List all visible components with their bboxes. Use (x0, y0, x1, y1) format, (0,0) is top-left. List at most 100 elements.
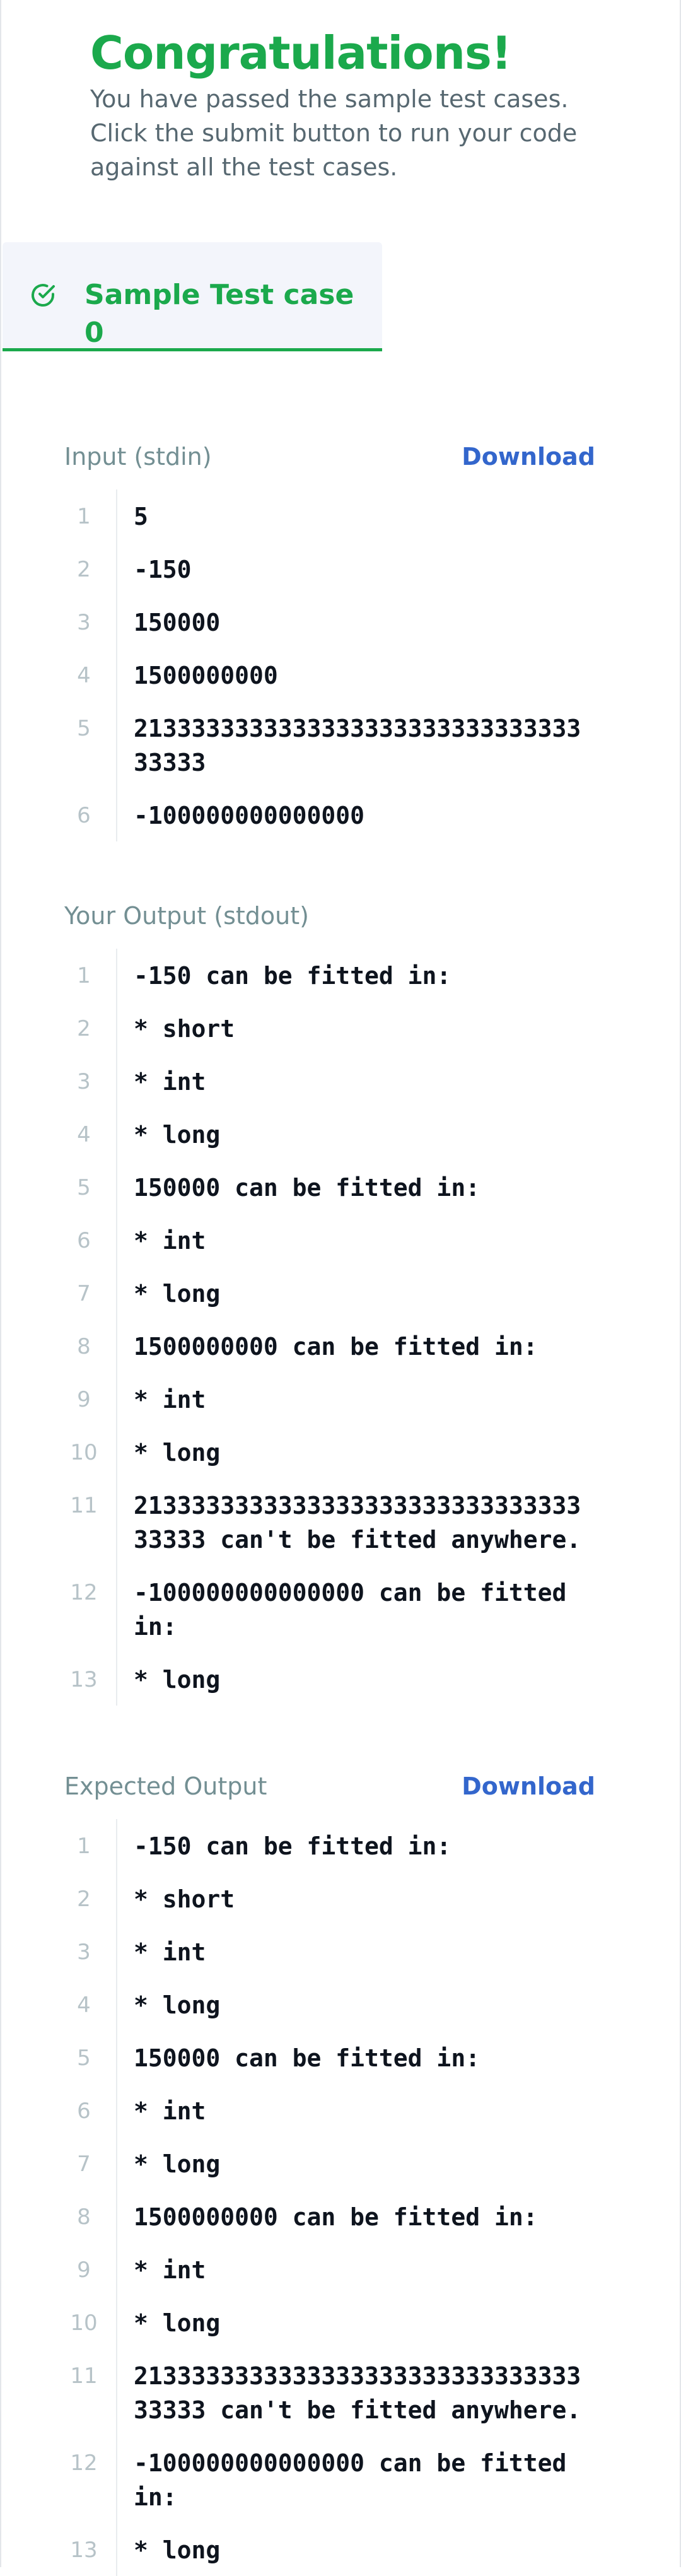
expected-section-head: Expected Output Download (64, 1767, 595, 1805)
line-number: 11 (70, 1493, 98, 1518)
line-text: 150000 can be fitted in: (134, 1174, 480, 1202)
line-number: 10 (70, 1440, 98, 1465)
code-line: 1-150 can be fitted in: (64, 949, 595, 1002)
line-text: 1500000000 can be fitted in: (134, 2203, 538, 2231)
line-number: 7 (77, 1281, 91, 1306)
congrats-title: Congratulations! (90, 26, 512, 79)
tab-label: Sample Test case 0 (84, 279, 354, 349)
output-section-head: Your Output (stdout) (64, 897, 595, 935)
line-number: 5 (77, 1175, 91, 1200)
code-line: 8 1500000000 can be fitted in: (64, 1320, 595, 1373)
code-line: 2 * short (64, 1002, 595, 1055)
line-text: * int (134, 2097, 206, 2125)
line-number: 12 (70, 2450, 98, 2476)
line-text: 213333333333333333333333333333333333 (134, 715, 581, 776)
line-text: * short (134, 1885, 235, 1913)
code-line: 5 213333333333333333333333333333333333 (64, 701, 595, 788)
line-text: * long (134, 2536, 221, 2564)
line-number: 3 (77, 1940, 91, 1965)
input-download-link[interactable]: Download (462, 443, 595, 471)
line-number: 6 (77, 1228, 91, 1253)
line-number: 6 (77, 2099, 91, 2124)
line-text: * int (134, 1386, 206, 1414)
input-section-head: Input (stdin) Download (64, 438, 595, 476)
line-text: * short (134, 1015, 235, 1043)
gutter-divider (116, 949, 117, 1706)
line-number: 4 (77, 1122, 91, 1147)
line-text: 150000 can be fitted in: (134, 2044, 480, 2072)
code-line: 10 * long (64, 1426, 595, 1478)
line-text: -150 can be fitted in: (134, 962, 451, 990)
line-number: 6 (77, 803, 91, 828)
code-line: 3 * int (64, 1055, 595, 1108)
line-text: * int (134, 1068, 206, 1096)
line-number: 13 (70, 1667, 98, 1692)
line-text: * long (134, 1439, 221, 1467)
frame-border-left (0, 0, 1, 2567)
line-text: 1500000000 can be fitted in: (134, 1333, 538, 1361)
line-number: 1 (77, 504, 91, 529)
line-text: 150000 (134, 609, 221, 636)
output-section: Your Output (stdout) 1-150 can be fitted… (64, 897, 595, 1706)
line-number: 8 (77, 2204, 91, 2230)
code-line: 6 * int (64, 2084, 595, 2137)
code-line: 9 * int (64, 2243, 595, 2296)
line-number: 13 (70, 2538, 98, 2563)
code-line: 6 -100000000000000 (64, 788, 595, 841)
line-number: 5 (77, 716, 91, 741)
line-number: 5 (77, 2046, 91, 2071)
input-section-title: Input (stdin) (64, 443, 212, 471)
line-number: 8 (77, 1334, 91, 1359)
line-text: * int (134, 2256, 206, 2284)
code-line: 12-100000000000000 can be fitted in: (64, 2436, 595, 2523)
code-line: 2* short (64, 1872, 595, 1925)
gutter-divider (116, 1819, 117, 2576)
code-line: 12-100000000000000 can be fitted in: (64, 1566, 595, 1653)
line-number: 4 (77, 1993, 91, 2018)
line-number: 1 (77, 1834, 91, 1859)
line-text: * int (134, 1227, 206, 1255)
line-text: * long (134, 2150, 221, 2178)
line-text: * long (134, 1280, 221, 1308)
code-line: 3 150000 (64, 595, 595, 648)
tab-sample-test-case-0[interactable]: Sample Test case 0 (3, 242, 382, 351)
line-number: 3 (77, 1069, 91, 1094)
code-line: 5 150000 can be fitted in: (64, 1161, 595, 1214)
code-line: 8 1500000000 can be fitted in: (64, 2190, 595, 2243)
code-line: 6 * int (64, 1214, 595, 1267)
expected-section-title: Expected Output (64, 1772, 267, 1800)
line-text: * long (134, 1991, 221, 2019)
frame-border-right (680, 0, 681, 2567)
code-line: 4 1500000000 (64, 648, 595, 701)
line-number: 7 (77, 2152, 91, 2177)
code-line: 3* int (64, 1925, 595, 1978)
code-line: 7 * long (64, 1267, 595, 1320)
line-number: 4 (77, 663, 91, 688)
expected-download-link[interactable]: Download (462, 1772, 595, 1800)
line-number: 2 (77, 1016, 91, 1041)
line-number: 9 (77, 1387, 91, 1412)
line-text: -100000000000000 (134, 802, 365, 829)
line-number: 3 (77, 610, 91, 635)
line-text: 213333333333333333333333333333333333 can… (134, 2362, 581, 2424)
line-text: * long (134, 2309, 221, 2337)
code-line: 5 150000 can be fitted in: (64, 2031, 595, 2084)
line-number: 9 (77, 2257, 91, 2283)
line-number: 11 (70, 2363, 98, 2389)
line-number: 12 (70, 1580, 98, 1605)
line-text: -150 can be fitted in: (134, 1832, 451, 1860)
code-line: 2-150 (64, 542, 595, 595)
code-line: 9 * int (64, 1373, 595, 1426)
congrats-message: You have passed the sample test cases. C… (90, 85, 578, 181)
line-number: 2 (77, 557, 91, 582)
line-text: 1500000000 (134, 662, 278, 689)
code-line: 4* long (64, 1108, 595, 1161)
output-section-title: Your Output (stdout) (64, 902, 309, 930)
line-text: 213333333333333333333333333333333333 can… (134, 1492, 581, 1554)
code-line: 1 -150 can be fitted in: (64, 1819, 595, 1872)
gutter-divider (116, 489, 117, 841)
